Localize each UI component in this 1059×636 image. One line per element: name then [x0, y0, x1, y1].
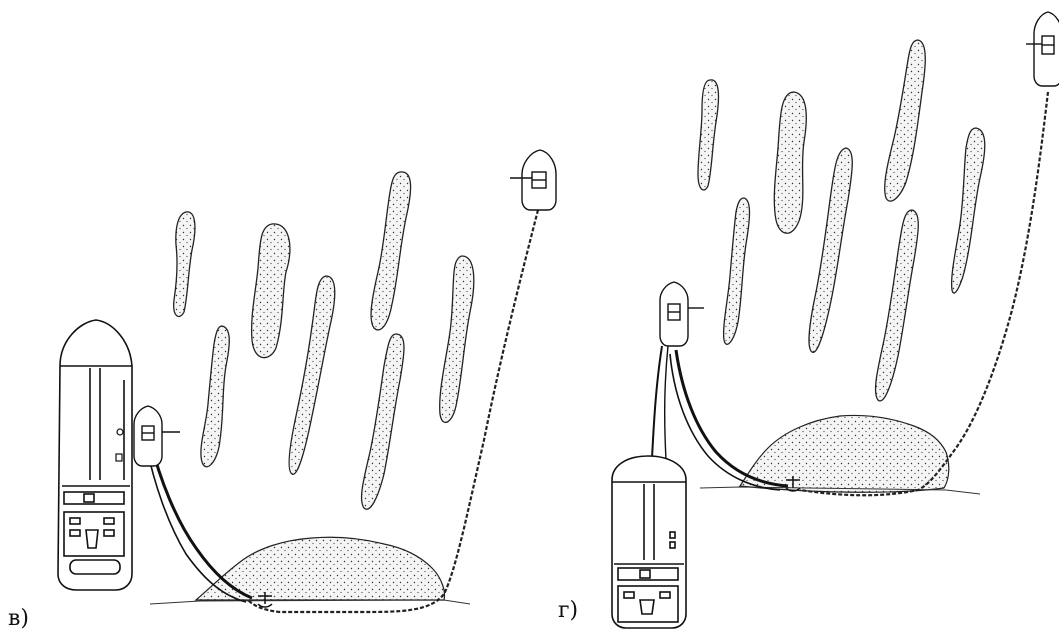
sand-bar — [371, 172, 411, 330]
sand-bar — [809, 148, 852, 352]
ship-icon — [612, 456, 686, 628]
sand-bar — [201, 326, 229, 467]
chain-line — [665, 346, 668, 460]
sand-heap — [740, 415, 949, 492]
tug-icon — [510, 150, 556, 210]
chain-line — [652, 346, 662, 458]
panel-g — [612, 12, 1059, 628]
panel-label-v: в) — [8, 608, 29, 630]
tug-icon — [1026, 12, 1059, 86]
sand-bar — [362, 334, 404, 509]
sand-bar — [252, 224, 290, 358]
sand-bar — [289, 276, 335, 474]
sand-bar — [724, 198, 750, 344]
panel-v — [58, 150, 556, 612]
tug-icon — [134, 406, 180, 466]
sand-bar — [698, 80, 718, 190]
sand-bar — [174, 212, 195, 317]
sand-bar — [440, 256, 474, 422]
sand-bar — [952, 128, 985, 293]
sand-bar — [876, 210, 919, 401]
panel-label-g: г) — [558, 600, 578, 622]
sand-bar — [885, 40, 926, 201]
sand-bars — [698, 40, 985, 401]
ship-icon — [58, 320, 132, 590]
sand-bars — [174, 172, 474, 509]
tug-icon — [660, 282, 704, 346]
sand-heap — [196, 537, 445, 600]
sand-bar — [774, 92, 806, 233]
